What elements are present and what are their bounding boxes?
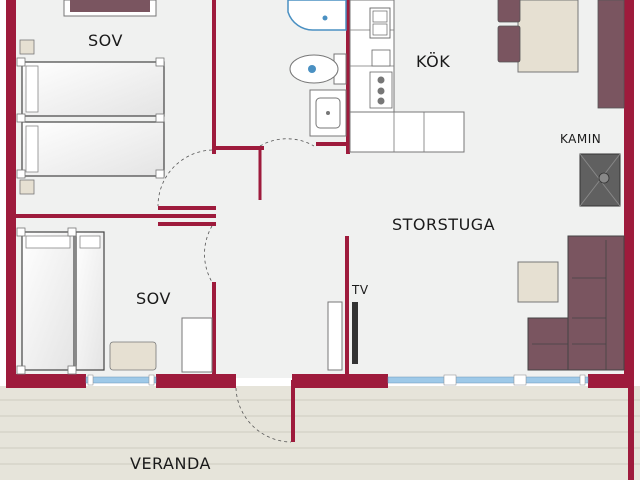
living-room: TV STORSTUGA: [327, 215, 625, 371]
tv-cabinet: [327, 301, 343, 371]
room-label-sov-bottom: SOV: [136, 289, 171, 308]
bedroom-bottom: SOV: [16, 227, 213, 375]
kitchen-counter-horizontal: [349, 111, 465, 153]
bed: [21, 61, 165, 117]
dining-area: [497, 0, 625, 109]
coffee-table: [517, 261, 559, 303]
nightstand: [19, 39, 35, 55]
bed: [21, 231, 75, 371]
outer-walls: [6, 0, 634, 388]
bed: [75, 231, 105, 371]
door-swings: [157, 138, 315, 443]
shower: [287, 0, 347, 31]
sofa: [527, 235, 625, 371]
room-label-storstuga: STORSTUGA: [392, 215, 495, 234]
bed: [21, 121, 165, 177]
wardrobe: [181, 317, 213, 373]
south-windows: [85, 374, 589, 386]
fireplace-label: KAMIN: [560, 132, 601, 146]
kitchen: KÖK: [349, 0, 465, 153]
veranda-deck: [0, 386, 640, 480]
dining-table: [517, 0, 579, 73]
bathroom: [287, 0, 347, 137]
toilet-icon: [289, 53, 347, 85]
tv-icon: [352, 302, 358, 364]
bedroom-top: SOV: [16, 0, 165, 195]
stove-icon: [369, 71, 393, 109]
room-label-sov-top: SOV: [88, 31, 123, 50]
room-label-veranda: VERANDA: [130, 454, 211, 473]
interior-walls: [16, 0, 350, 442]
chair: [497, 0, 521, 23]
bench: [597, 0, 625, 109]
chair: [497, 25, 521, 63]
bench: [109, 341, 157, 371]
room-label-kok: KÖK: [416, 52, 450, 71]
nightstand: [19, 179, 35, 195]
fireplace-icon: KAMIN: [560, 132, 621, 207]
sink-icon: [309, 89, 347, 137]
tv-label: TV: [351, 283, 369, 297]
